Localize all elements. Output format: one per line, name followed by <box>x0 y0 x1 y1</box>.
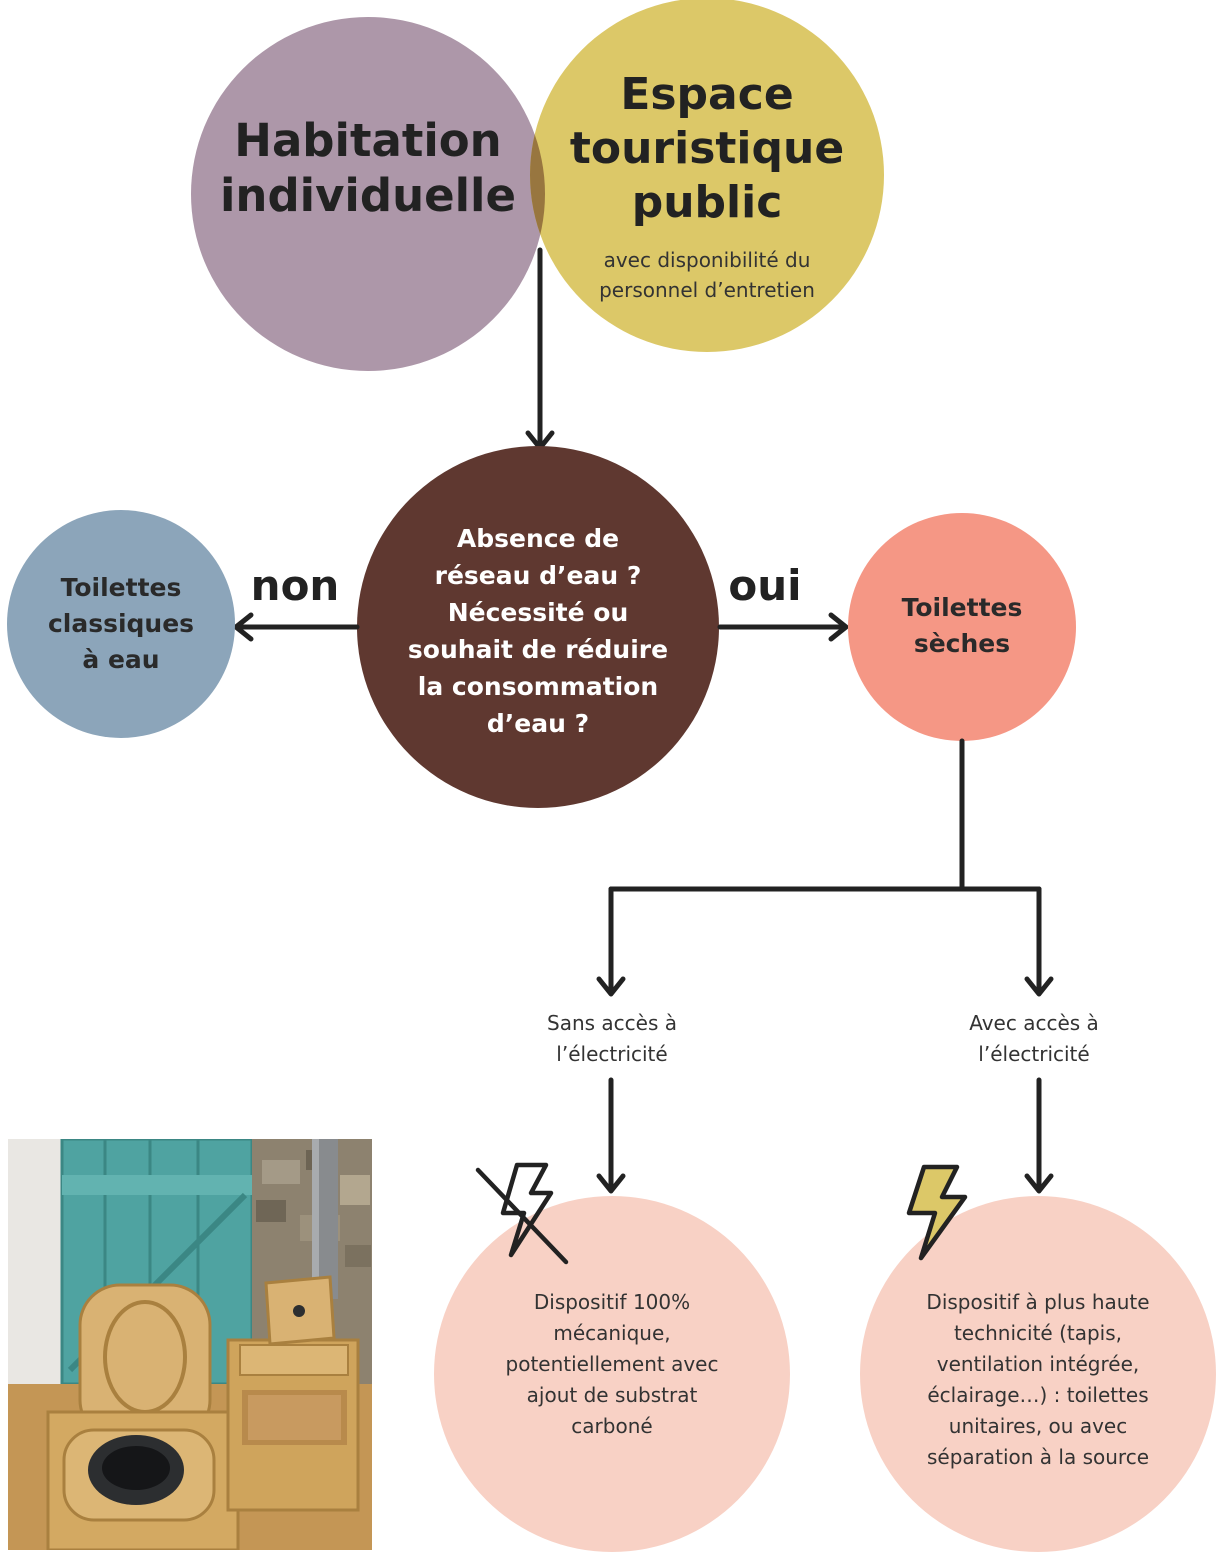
split-connector <box>596 738 1054 997</box>
dry-toilets-circle <box>848 513 1076 741</box>
question-label: Absence de réseau d’eau ? Nécessité ou s… <box>407 524 669 738</box>
lightning-icon <box>906 1164 968 1261</box>
dry-toilets-label: Toilettes sèches <box>901 593 1023 658</box>
no-electricity-label: Sans accès à l’électricité <box>547 1011 677 1066</box>
mechanical-device-description: Dispositif 100% mécanique, potentielleme… <box>505 1290 719 1438</box>
habitation-circle <box>191 17 545 371</box>
arrow-no <box>233 612 360 642</box>
tourist-space-title: Espace touristique public <box>569 69 845 228</box>
branch-no-label: non <box>250 561 340 610</box>
with-electricity-label: Avec accès à l’électricité <box>969 1011 1099 1066</box>
branch-yes-label: oui <box>728 561 802 610</box>
arrow-yes <box>717 612 849 642</box>
technical-device-description: Dispositif à plus haute technicité (tapi… <box>926 1290 1150 1469</box>
mechanical-device-circle <box>434 1196 790 1552</box>
no-electricity-icon <box>475 1162 569 1265</box>
tourist-space-circle <box>530 0 884 352</box>
technical-device-circle <box>860 1196 1216 1552</box>
classic-toilets-label: Toilettes classiques à eau <box>47 573 195 674</box>
arrow-to-mechanical <box>596 1077 626 1194</box>
question-circle <box>357 446 719 808</box>
dry-toilet-photo <box>8 1139 372 1550</box>
classic-toilets-circle <box>7 510 235 738</box>
arrow-to-technical <box>1024 1077 1054 1194</box>
arrow-to-question <box>525 247 555 451</box>
tourist-space-note: avec disponibilité du personnel d’entret… <box>599 248 815 302</box>
habitation-label: Habitation individuelle <box>220 114 516 222</box>
